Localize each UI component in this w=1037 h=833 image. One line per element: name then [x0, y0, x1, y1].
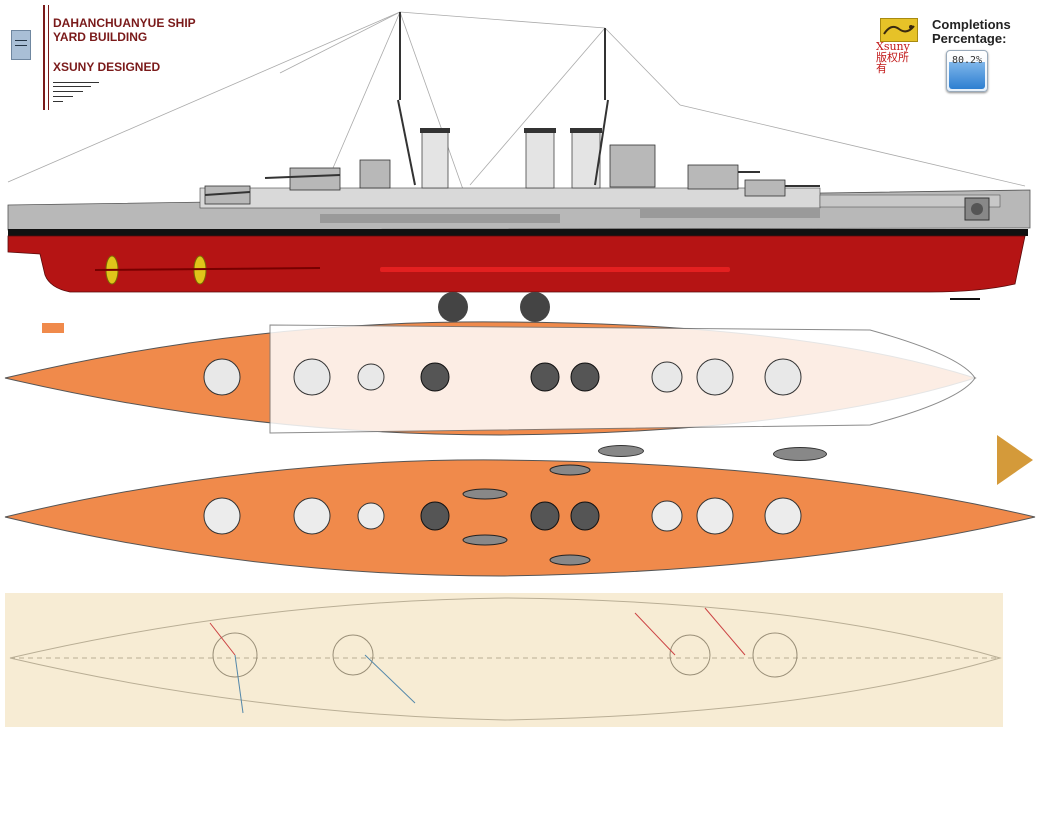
boot-topping-stripe	[8, 229, 1028, 236]
designer-label: XSUNY DESIGNED	[53, 60, 161, 74]
shipyard-title-line1: DAHANCHUANYUE SHIP	[53, 16, 196, 30]
completion-label-line1: Completions	[932, 17, 1011, 32]
superstructure	[199, 187, 821, 209]
hull-grey-marks	[320, 208, 820, 223]
deck-plan-lower	[4, 459, 1036, 577]
hull-underwater-red	[7, 235, 1026, 293]
header-rule-2	[48, 5, 49, 110]
ventilator-icon-2	[520, 292, 550, 322]
deck-turrets	[203, 358, 802, 396]
deck-plan-upper	[4, 321, 977, 436]
blueprint-paper	[5, 593, 1003, 727]
anchor-hawse-icon	[964, 197, 990, 221]
funnel-caps	[420, 128, 602, 133]
menu-icon[interactable]	[11, 30, 31, 60]
launch-boat-icon-1	[598, 445, 644, 457]
launch-boat-icon-2	[773, 447, 827, 461]
completion-gauge-fill	[949, 61, 985, 89]
gun-barrels	[204, 171, 820, 196]
blueprint-annotations-blue	[234, 654, 416, 714]
ventilator-icon-1	[438, 292, 468, 322]
main-turrets	[204, 144, 786, 205]
paper-background	[5, 593, 1003, 727]
masts	[397, 12, 609, 186]
bilge-keel	[380, 267, 730, 272]
propeller-shaft	[94, 267, 321, 271]
deck-boats	[462, 464, 591, 566]
blueprint-annotations	[209, 607, 746, 656]
owner-name: Xsuny	[876, 40, 910, 53]
deck-turrets	[203, 497, 802, 535]
scale-lines	[53, 80, 103, 110]
next-arrow-icon[interactable]	[997, 435, 1033, 485]
ship-side-profile	[7, 11, 1031, 300]
completion-gauge: 80.2%	[946, 50, 988, 92]
funnels	[421, 129, 601, 189]
blueprint-turrets	[212, 632, 798, 678]
shipyard-title-line2: YARD BUILDING	[53, 30, 148, 44]
completion-label-line2: Percentage:	[932, 31, 1007, 46]
header-rule-1	[43, 5, 45, 110]
deck-funnels	[420, 501, 600, 531]
deck-outline	[4, 459, 1036, 577]
rigging-lines	[7, 11, 1026, 196]
superstructure-area	[269, 324, 976, 434]
deck-funnels	[420, 362, 600, 392]
copyright-line1: 版权所	[876, 51, 909, 64]
completion-value: 80.2%	[951, 55, 983, 66]
dragon-logo-icon	[880, 18, 918, 42]
forecastle-deck	[819, 194, 1001, 208]
scale-bar	[950, 298, 980, 300]
legend-swatch-orange	[42, 323, 64, 333]
blueprint-outline	[9, 597, 1002, 721]
copyright-line2: 有	[876, 62, 887, 75]
